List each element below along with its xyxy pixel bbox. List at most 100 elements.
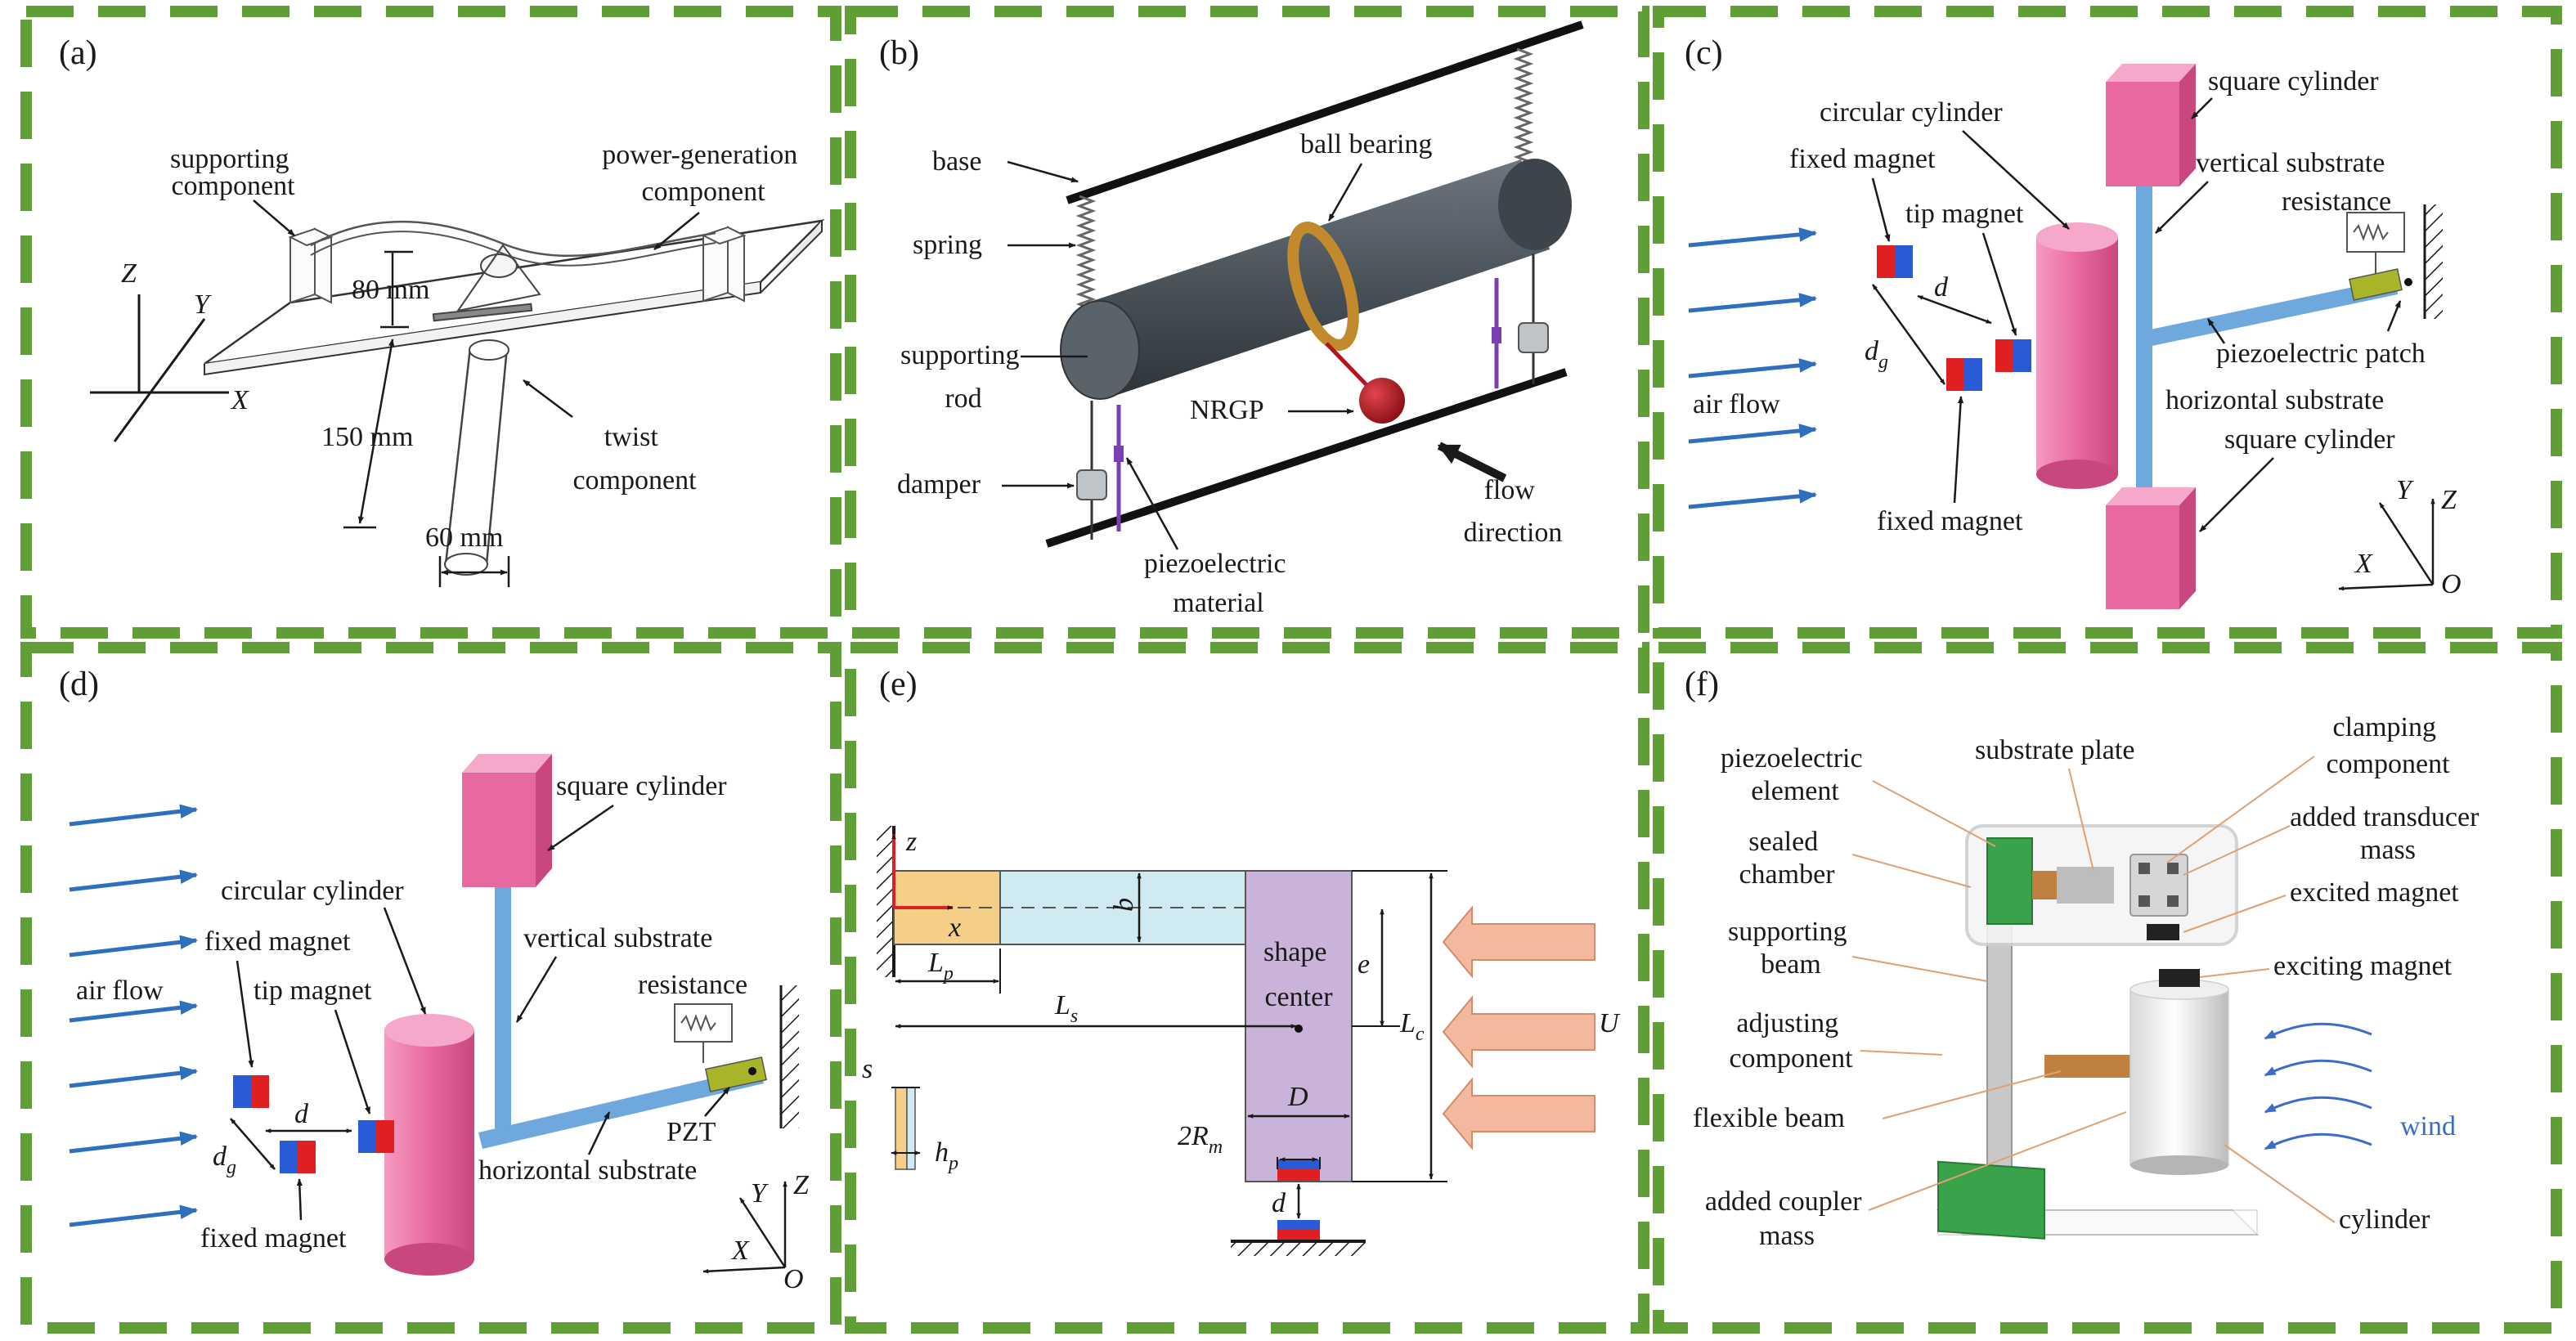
label-spring: spring (913, 230, 982, 260)
label-2rm-e: 2Rm (1178, 1121, 1223, 1158)
spring-right (1513, 47, 1534, 168)
panel-b-label: (b) (879, 34, 919, 72)
label-flexible-beam-f: flexible beam (1693, 1103, 1845, 1133)
label-fixed-magnet-top-d: fixed magnet (204, 926, 351, 957)
label-excited-magnet-f: excited magnet (2290, 877, 2459, 908)
label-shape-center-e: shape center (1263, 937, 1334, 1012)
label-piezoelectric-material: piezoelectric material (1144, 549, 1293, 618)
axis-o-d: O (783, 1264, 804, 1294)
label-supporting-rod: supporting rod (900, 340, 1026, 414)
label-supporting-component: supporting component (170, 144, 296, 201)
horizontal-substrate-d (478, 1067, 764, 1149)
fixed-magnet-bottom-c (1946, 358, 1982, 391)
label-vertical-substrate-d: vertical substrate (523, 923, 712, 953)
piezo-patch-c (2349, 268, 2403, 301)
label-e-e: e (1358, 949, 1370, 980)
label-pzt-d: PZT (666, 1117, 716, 1147)
label-sealed-chamber-f: sealed chamber (1739, 827, 1835, 890)
panel-d: (d) air flow (59, 666, 810, 1294)
label-circular-cylinder-d: circular cylinder (221, 876, 404, 906)
axis-x-a: X (230, 385, 249, 415)
label-resistance-c: resistance (2282, 186, 2391, 217)
panel-e-frame (845, 642, 1649, 1334)
label-cylinder-f: cylinder (2339, 1204, 2430, 1235)
panel-b: (b) base ball bea (879, 20, 1584, 618)
axis-x-c: X (2354, 549, 2373, 579)
spring-left (1075, 195, 1097, 321)
label-hp-e: hp (935, 1137, 958, 1174)
label-power-generation-component: power-generation component (602, 140, 805, 207)
axis-z-a: Z (121, 258, 137, 289)
axis-x-e: x (948, 913, 961, 943)
horizontal-substrate-c (2143, 278, 2398, 348)
label-b-e: b (1109, 898, 1139, 912)
label-dg-c: dg (1865, 336, 1888, 373)
circular-cylinder-c (2036, 222, 2118, 489)
panel-f: (f) wind piezo (1685, 666, 2486, 1251)
panel-c-label: (c) (1685, 34, 1723, 72)
label-exciting-magnet-f: exciting magnet (2273, 951, 2453, 981)
pzt-d (704, 1056, 768, 1092)
square-cylinder-d (462, 754, 552, 887)
label-added-transducer-mass-f: added transducer mass (2290, 802, 2486, 865)
supporting-block-right (701, 226, 747, 303)
label-square-cylinder-d: square cylinder (556, 771, 727, 801)
label-clamping-component-f: clamping component (2326, 712, 2450, 779)
circular-cylinder-d (384, 1014, 474, 1276)
axes-d (702, 1181, 788, 1274)
panel-f-frame (1653, 642, 2562, 1334)
adjusting-component-f (1937, 1160, 2045, 1240)
rod-cylinder (1060, 159, 1572, 400)
twist-shaft (444, 347, 509, 565)
flow-arrows-e (1442, 905, 1595, 1150)
panel-f-label: (f) (1685, 666, 1719, 703)
power-generation-beam (310, 220, 716, 258)
wind-arrows-f (2264, 1022, 2372, 1150)
label-u-e: U (1599, 1008, 1621, 1038)
piezo-element-f (1986, 837, 2033, 925)
axis-y-a: Y (194, 289, 212, 320)
label-fixed-magnet-top-c: fixed magnet (1789, 144, 1936, 174)
label-ls-e: Ls (1054, 990, 1078, 1027)
label-twist-component: twist component (572, 422, 697, 496)
airflow-arrows-c (1688, 227, 1818, 509)
axis-z-c: Z (2441, 485, 2457, 515)
axes-c (2338, 498, 2435, 591)
panel-b-frame (845, 6, 1649, 639)
panel-d-frame (20, 642, 841, 1334)
supporting-block-left (288, 227, 334, 304)
panel-a-label: (a) (59, 34, 97, 72)
label-added-coupler-mass-f: added coupler mass (1705, 1186, 1869, 1251)
label-horizontal-substrate-d: horizontal substrate (478, 1155, 697, 1186)
axis-o-c: O (2441, 569, 2462, 599)
damper-right (1518, 322, 1549, 353)
label-air-flow-c: air flow (1693, 389, 1780, 419)
axis-z-e: z (905, 827, 917, 857)
panel-frames (20, 6, 2562, 1334)
label-dim-80: 80 mm (352, 275, 429, 305)
fixed-magnet-bottom-d (280, 1141, 316, 1173)
label-nrgp: NRGP (1190, 395, 1264, 425)
vertical-substrate-d (495, 883, 511, 1128)
label-resistance-d: resistance (638, 970, 747, 1000)
panel-e: (e) z x b Lp Ls shape center e (862, 666, 1621, 1256)
base-rail-top (1066, 20, 1584, 204)
axes-a (90, 294, 229, 442)
label-base: base (932, 146, 981, 177)
label-wind-f: wind (2400, 1111, 2456, 1141)
tip-magnet-d (358, 1120, 394, 1153)
label-lp-e: Lp (927, 948, 954, 984)
vertical-substrate-c (2136, 123, 2152, 499)
label-d-e: d (1272, 1188, 1286, 1218)
label-square-cylinder-top-c: square cylinder (2208, 66, 2379, 96)
square-cylinder-bottom-c (2106, 487, 2196, 609)
label-circular-cylinder-c: circular cylinder (1820, 97, 2003, 128)
label-dim-150: 150 mm (321, 422, 413, 452)
label-tip-magnet-d: tip magnet (254, 975, 372, 1006)
label-s-e: s (862, 1054, 873, 1084)
label-square-cylinder-bottom-c: square cylinder (2224, 424, 2395, 455)
nrgp-ball (1359, 378, 1405, 424)
axis-z-d: Z (793, 1170, 810, 1200)
label-piezoelectric-element-f: piezoelectric element (1721, 743, 1869, 806)
